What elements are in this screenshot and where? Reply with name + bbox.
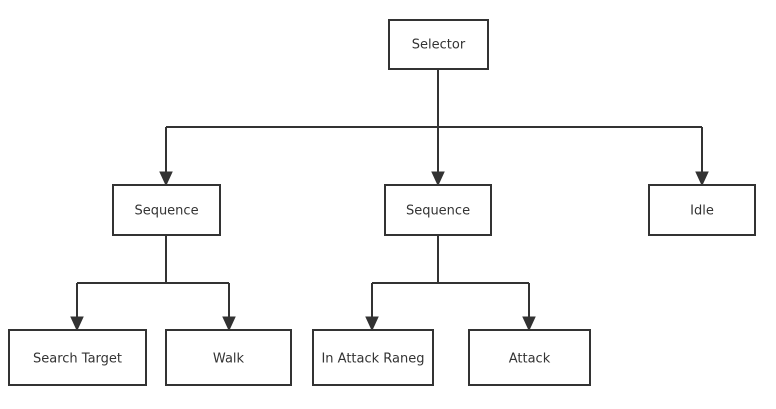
node-selector-label: Selector	[412, 38, 466, 53]
node-search-target-label: Search Target	[33, 352, 122, 367]
node-sequence-middle[interactable]: Sequence	[384, 184, 492, 236]
edges-sequence-left	[70, 235, 236, 332]
node-in-attack-range-label: In Attack Raneg	[321, 352, 424, 367]
arrow-to-attack	[522, 316, 536, 332]
node-sequence-left-label: Sequence	[134, 204, 198, 219]
arrow-selector-to-sequence-left	[159, 171, 173, 187]
node-attack[interactable]: Attack	[468, 329, 591, 386]
node-idle-label: Idle	[690, 204, 714, 219]
node-selector[interactable]: Selector	[388, 19, 489, 70]
arrow-to-search-target	[70, 316, 84, 332]
edges-sequence-middle	[365, 235, 536, 332]
node-sequence-left[interactable]: Sequence	[112, 184, 221, 236]
node-attack-label: Attack	[509, 352, 551, 367]
node-idle[interactable]: Idle	[648, 184, 756, 236]
arrow-selector-to-idle	[695, 171, 709, 187]
node-walk[interactable]: Walk	[165, 329, 292, 386]
node-walk-label: Walk	[213, 352, 245, 367]
node-search-target[interactable]: Search Target	[8, 329, 147, 386]
arrow-to-walk	[222, 316, 236, 332]
edges-selector	[159, 69, 709, 187]
node-in-attack-range[interactable]: In Attack Raneg	[312, 329, 434, 386]
arrow-to-in-attack-range	[365, 316, 379, 332]
arrow-selector-to-sequence-middle	[431, 171, 445, 187]
node-sequence-middle-label: Sequence	[406, 204, 470, 219]
